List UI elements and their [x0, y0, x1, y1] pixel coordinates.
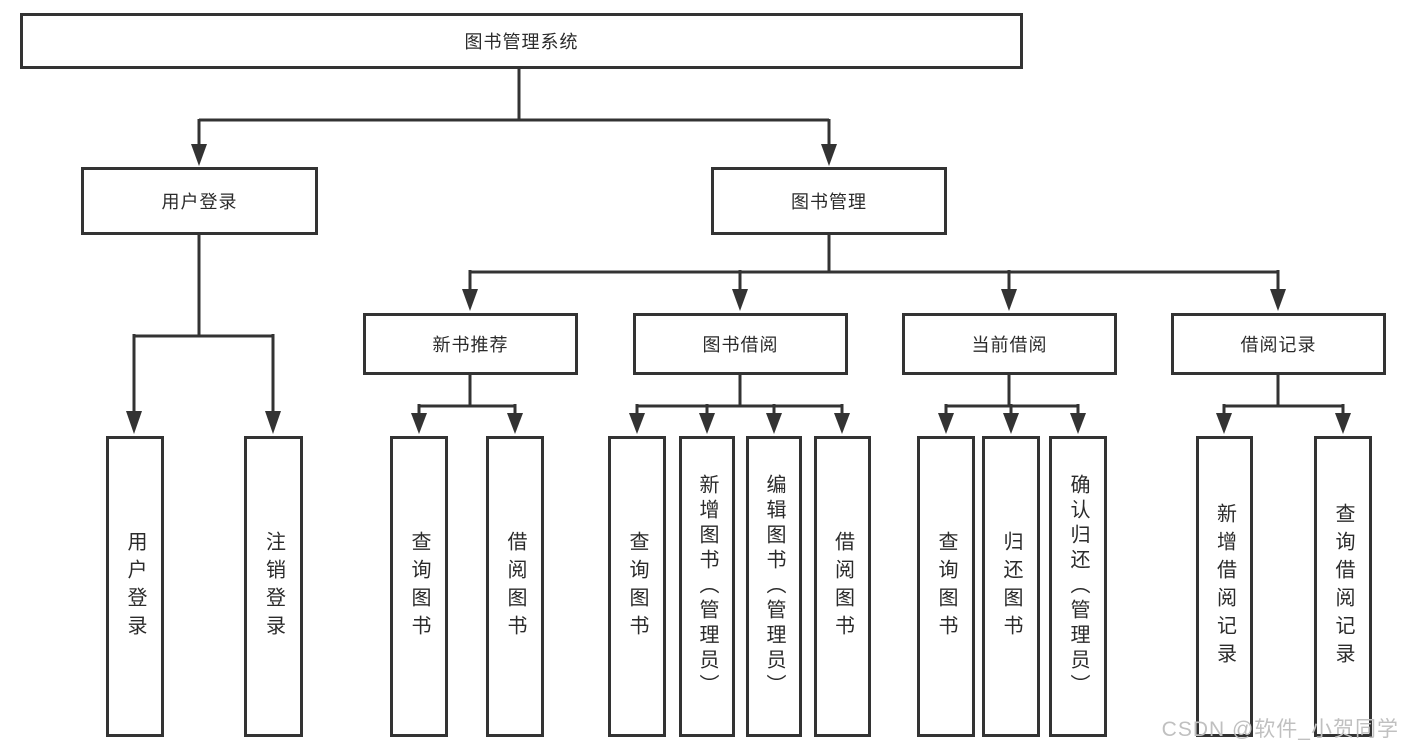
leaf-query-book-borrow-label: 查询图书	[626, 530, 648, 643]
leaf-logout-label: 注销登录	[262, 530, 285, 643]
node-book-management-label: 图书管理	[791, 192, 867, 212]
leaf-add-borrow-record-label: 新增借阅记录	[1213, 502, 1236, 671]
leaf-borrow-book-borrow-label: 借阅图书	[831, 530, 854, 643]
leaf-edit-book-admin-label: 编辑图书（管理员）	[763, 474, 785, 699]
leaf-query-book-borrow: 查询图书	[608, 436, 666, 737]
node-book-management: 图书管理	[711, 167, 947, 235]
node-borrow-record: 借阅记录	[1171, 313, 1386, 375]
csdn-watermark: CSDN @软件_小贺同学	[1161, 718, 1399, 741]
node-current-borrow-label: 当前借阅	[971, 335, 1048, 355]
node-borrow-record-label: 借阅记录	[1240, 335, 1317, 355]
node-root: 图书管理系统	[20, 13, 1023, 69]
leaf-borrow-book-recommend-label: 借阅图书	[504, 530, 526, 643]
leaf-query-borrow-record: 查询借阅记录	[1314, 436, 1372, 737]
node-new-book-recommend-label: 新书推荐	[432, 335, 509, 355]
leaf-confirm-return-admin: 确认归还（管理员）	[1049, 436, 1107, 737]
leaf-user-login-label: 用户登录	[124, 530, 146, 643]
leaf-add-book-admin-label: 新增图书（管理员）	[696, 474, 718, 699]
leaf-return-book: 归还图书	[982, 436, 1040, 737]
node-current-borrow: 当前借阅	[902, 313, 1117, 375]
leaf-return-book-label: 归还图书	[1000, 530, 1022, 643]
leaf-add-book-admin: 新增图书（管理员）	[679, 436, 735, 737]
leaf-query-borrow-record-label: 查询借阅记录	[1332, 502, 1354, 671]
leaf-confirm-return-admin-label: 确认归还（管理员）	[1067, 474, 1089, 699]
leaf-user-login: 用户登录	[106, 436, 164, 737]
leaf-query-book-recommend: 查询图书	[390, 436, 448, 737]
node-book-borrow: 图书借阅	[633, 313, 848, 375]
node-user-login: 用户登录	[81, 167, 318, 235]
node-user-login-label: 用户登录	[161, 192, 238, 212]
leaf-add-borrow-record: 新增借阅记录	[1196, 436, 1253, 737]
leaf-edit-book-admin: 编辑图书（管理员）	[746, 436, 802, 737]
leaf-query-book-recommend-label: 查询图书	[408, 530, 430, 643]
node-root-label: 图书管理系统	[464, 32, 579, 52]
leaf-borrow-book-recommend: 借阅图书	[486, 436, 544, 737]
node-new-book-recommend: 新书推荐	[363, 313, 578, 375]
leaf-borrow-book-borrow: 借阅图书	[814, 436, 871, 737]
leaf-query-book-current: 查询图书	[917, 436, 975, 737]
node-book-borrow-label: 图书借阅	[702, 335, 779, 355]
leaf-query-book-current-label: 查询图书	[935, 530, 957, 643]
leaf-logout: 注销登录	[244, 436, 303, 737]
